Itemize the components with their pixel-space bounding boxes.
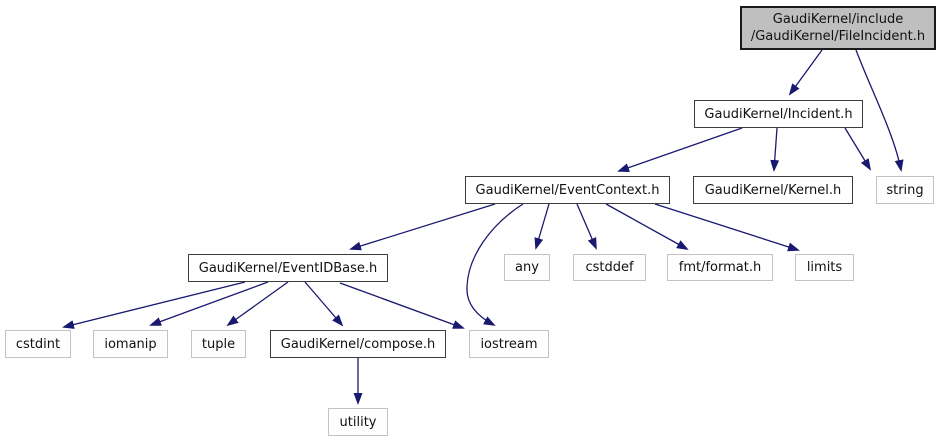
node-compose-h[interactable]: GaudiKernel/compose.h [270, 330, 446, 358]
node-incident-h[interactable]: GaudiKernel/Incident.h [694, 100, 863, 128]
node-eventcontext-label: GaudiKernel/EventContext.h [475, 182, 660, 198]
edge-eventidbase-to-cstdint [62, 281, 246, 329]
node-limits: limits [795, 254, 854, 281]
node-string-label: string [886, 182, 924, 198]
node-iostream-label: iostream [480, 336, 538, 352]
edge-eventcontext-to-limits [654, 203, 800, 252]
node-compose-label: GaudiKernel/compose.h [280, 336, 436, 352]
edge-eventidbase-to-compose [304, 281, 344, 327]
node-cstdint-label: cstdint [15, 336, 61, 352]
edge-fileincident-to-incident [788, 49, 823, 96]
node-fmt-format-label: fmt/format.h [678, 260, 762, 275]
node-any-label: any [515, 260, 539, 275]
edge-eventcontext-to-any [534, 203, 550, 250]
node-iomanip: iomanip [93, 330, 168, 358]
node-kernel-label: GaudiKernel/Kernel.h [704, 182, 842, 198]
edge-eventidbase-to-tuple [226, 281, 289, 327]
edge-eventcontext-to-fmtformat [605, 203, 689, 250]
edge-eventcontext-to-cstddef [576, 203, 597, 250]
node-limits-label: limits [806, 260, 843, 275]
node-utility: utility [328, 408, 388, 436]
node-fileincident-h: GaudiKernel/include /GaudiKernel/FileInc… [740, 6, 936, 50]
node-string: string [876, 176, 934, 204]
node-fmt-format-h: fmt/format.h [667, 254, 773, 281]
node-cstdint: cstdint [5, 330, 71, 358]
edge-incident-to-eventcontext [617, 127, 743, 172]
edge-eventidbase-to-iostream [339, 282, 465, 329]
node-iostream: iostream [469, 330, 549, 358]
node-tuple-label: tuple [201, 336, 236, 352]
node-fileincident-line2: /GaudiKernel/FileIncident.h [750, 29, 926, 44]
node-fileincident-line1: GaudiKernel/include [772, 12, 904, 27]
node-utility-label: utility [339, 414, 377, 430]
node-cstddef-label: cstddef [585, 260, 634, 275]
node-incident-label: GaudiKernel/Incident.h [704, 106, 853, 122]
node-iomanip-label: iomanip [104, 336, 157, 352]
node-eventcontext-h[interactable]: GaudiKernel/EventContext.h [465, 176, 670, 204]
edge-eventidbase-to-iomanip [149, 281, 269, 326]
node-eventidbase-h[interactable]: GaudiKernel/EventIDBase.h [188, 254, 388, 282]
edge-incident-to-kernel [770, 127, 780, 172]
edge-eventcontext-to-eventidbase [349, 203, 496, 251]
node-kernel-h[interactable]: GaudiKernel/Kernel.h [693, 176, 853, 204]
node-any: any [504, 254, 550, 281]
node-cstddef: cstddef [573, 254, 646, 281]
node-eventidbase-label: GaudiKernel/EventIDBase.h [198, 260, 378, 276]
edge-incident-to-string [844, 127, 872, 171]
node-tuple: tuple [191, 330, 246, 358]
